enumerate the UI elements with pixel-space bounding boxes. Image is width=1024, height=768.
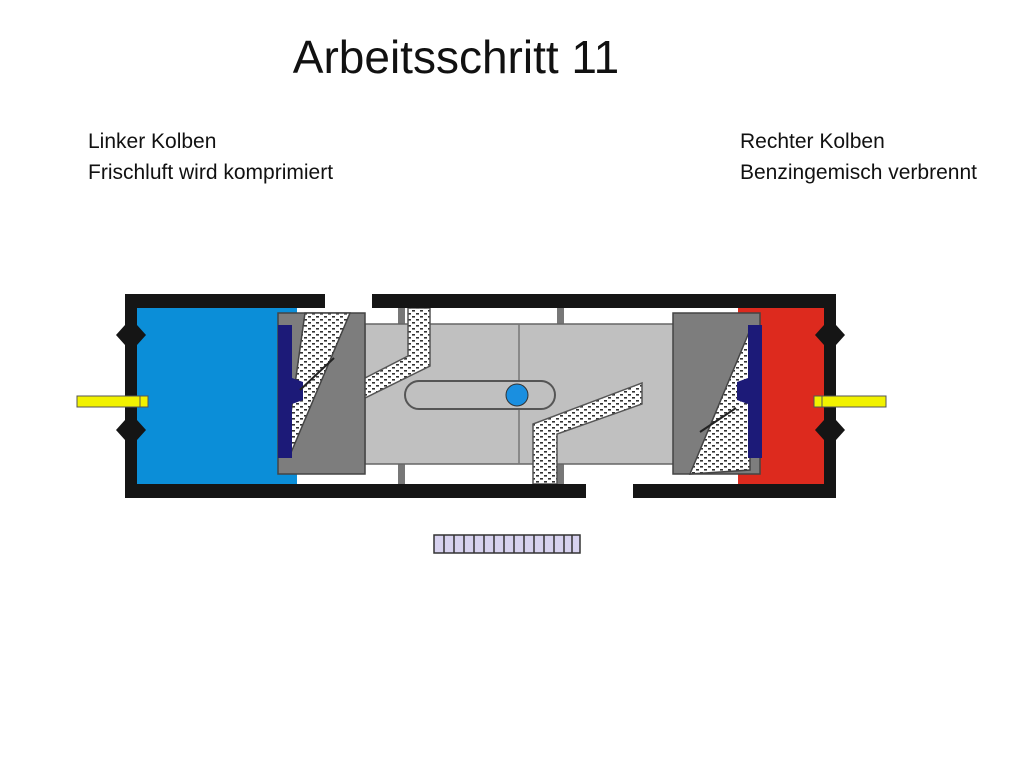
progress-scale <box>433 534 581 554</box>
guide-post-bottom-right <box>557 462 564 484</box>
housing-bottom-wall-left <box>125 484 586 498</box>
housing-bottom-wall-right <box>633 484 836 498</box>
right-piston-caption: Rechter Kolben Benzingemisch verbrennt <box>740 126 977 188</box>
right-piston-seal <box>737 325 762 458</box>
left-piston-heading: Linker Kolben <box>88 130 217 153</box>
housing-top-wall-right <box>372 294 836 308</box>
left-wall-bump-upper <box>116 325 125 345</box>
page-title: Arbeitsschritt 11 <box>292 31 620 83</box>
crank-slot <box>404 380 556 410</box>
guide-post-bottom-left <box>398 462 405 484</box>
crank-pin <box>505 383 529 407</box>
right-wall-bump-lower <box>836 420 845 440</box>
right-wall-bump-inner-upper <box>815 325 824 345</box>
left-yellow-rod <box>76 395 149 408</box>
housing-top-wall-left <box>125 294 325 308</box>
left-piston-caption: Linker Kolben Frischluft wird komprimier… <box>88 126 333 188</box>
right-piston-heading: Rechter Kolben <box>740 130 885 153</box>
left-wall-bump-inner-lower <box>137 420 146 440</box>
right-yellow-rod <box>813 395 887 408</box>
left-valve-rod <box>299 357 335 391</box>
left-air-chamber <box>137 308 297 484</box>
right-wall-bump-inner-lower <box>815 420 824 440</box>
right-valve-rod <box>699 407 737 433</box>
right-piston-status: Benzingemisch verbrennt <box>740 161 977 184</box>
right-wall-bump-upper <box>836 325 845 345</box>
left-wall-bump-inner-upper <box>137 325 146 345</box>
left-piston-seal <box>278 325 303 458</box>
guide-post-top-right <box>557 306 564 328</box>
guide-post-top-left <box>398 306 405 328</box>
left-wall-bump-lower <box>116 420 125 440</box>
left-piston-status: Frischluft wird komprimiert <box>88 161 334 184</box>
